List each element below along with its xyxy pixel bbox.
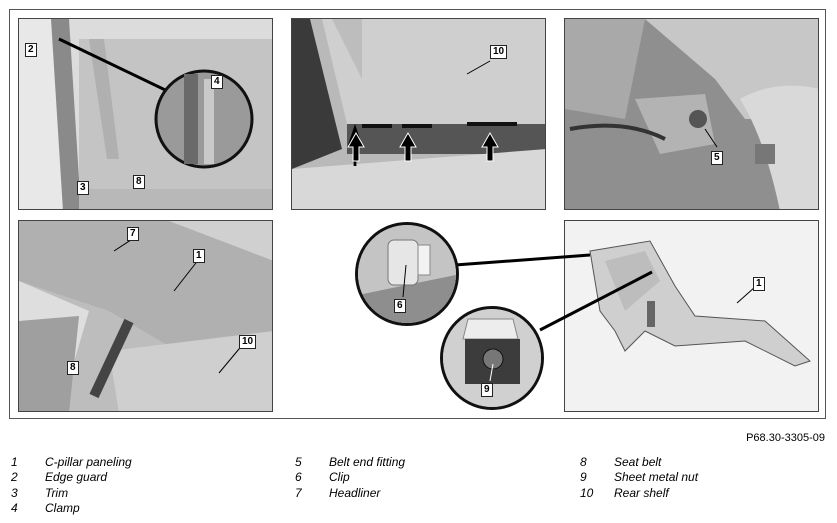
legend-number: 2 xyxy=(11,470,18,485)
legend-item: 7 Headliner xyxy=(295,486,405,501)
legend-label: Seat belt xyxy=(614,455,662,469)
legend-label: Clip xyxy=(329,470,350,485)
legend-column-1: 1 C-pillar paneling 2 Edge guard 3 Trim 4 Cl… xyxy=(11,455,132,516)
callout-8: 8 xyxy=(133,175,145,189)
callout-6: 6 xyxy=(394,299,406,313)
panel-c-pillar-edge-guard: 2 4 3 8 xyxy=(18,18,273,210)
legend-label: Sheet metal nut xyxy=(614,470,699,485)
panel-c-pillar-paneling: 1 xyxy=(564,220,819,412)
callout-9: 9 xyxy=(481,383,493,397)
legend-column-2: 5 Belt end fitting 6 Clip 7 Headliner xyxy=(295,455,405,501)
callout-7: 7 xyxy=(127,227,139,241)
callout-1-paneling: 1 xyxy=(753,277,765,291)
legend-number: 1 xyxy=(11,455,18,469)
panel-c-pillar-edge-guard-drawing xyxy=(19,19,272,209)
legend-label: Trim xyxy=(45,485,69,500)
legend-number: 7 xyxy=(295,485,302,500)
legend-label: Headliner xyxy=(329,485,381,500)
legend-label: Edge guard xyxy=(45,470,108,485)
legend-number: 8 xyxy=(580,455,587,469)
callout-2: 2 xyxy=(25,43,37,57)
legend-item: 4 Clamp xyxy=(11,501,132,516)
legend-item: 8 Seat belt xyxy=(580,455,698,470)
callout-4: 4 xyxy=(211,75,223,89)
legend-item: 10 Rear shelf xyxy=(580,486,698,501)
legend-item: 5 Belt end fitting xyxy=(295,455,405,470)
panel-c-pillar-paneling-drawing xyxy=(565,221,818,411)
callout-5: 5 xyxy=(711,151,723,165)
detail-circle-clip: 6 xyxy=(355,222,459,326)
callout-10: 10 xyxy=(490,45,508,59)
callout-10-lower: 10 xyxy=(239,335,257,349)
legend-label: Clamp xyxy=(45,500,80,515)
panel-rear-shelf-clips-drawing xyxy=(292,19,545,209)
legend-number: 3 xyxy=(11,485,18,500)
callout-8-lower: 8 xyxy=(67,361,79,375)
panel-headliner-drawing xyxy=(19,221,272,411)
legend-item: 3 Trim xyxy=(11,486,132,501)
legend-number: 9 xyxy=(580,470,587,485)
legend-label: Rear shelf xyxy=(614,485,669,500)
detail-circle-nut: 9 xyxy=(440,306,544,410)
legend-number: 5 xyxy=(295,455,302,469)
legend-label: C-pillar paneling xyxy=(45,455,132,469)
panel-headliner: 7 1 10 8 xyxy=(18,220,273,412)
legend-number: 6 xyxy=(295,470,302,485)
callout-3: 3 xyxy=(77,181,89,195)
legend-item: 2 Edge guard xyxy=(11,470,132,485)
panel-rear-shelf-clips: 10 xyxy=(291,18,546,210)
panel-belt-end-fitting-drawing xyxy=(565,19,818,209)
legend-item: 1 C-pillar paneling xyxy=(11,455,132,470)
detail-circle-clip-drawing xyxy=(358,225,456,323)
legend-number: 4 xyxy=(11,500,18,515)
figure-reference: P68.30-3305-09 xyxy=(746,432,825,444)
legend-column-3: 8 Seat belt 9 Sheet metal nut 10 Rear shelf xyxy=(580,455,698,501)
legend-label: Belt end fitting xyxy=(329,455,406,469)
callout-1: 1 xyxy=(193,249,205,263)
legend-number: 10 xyxy=(580,485,594,500)
legend-item: 6 Clip xyxy=(295,470,405,485)
panel-belt-end-fitting: 5 xyxy=(564,18,819,210)
legend-item: 9 Sheet metal nut xyxy=(580,470,698,485)
